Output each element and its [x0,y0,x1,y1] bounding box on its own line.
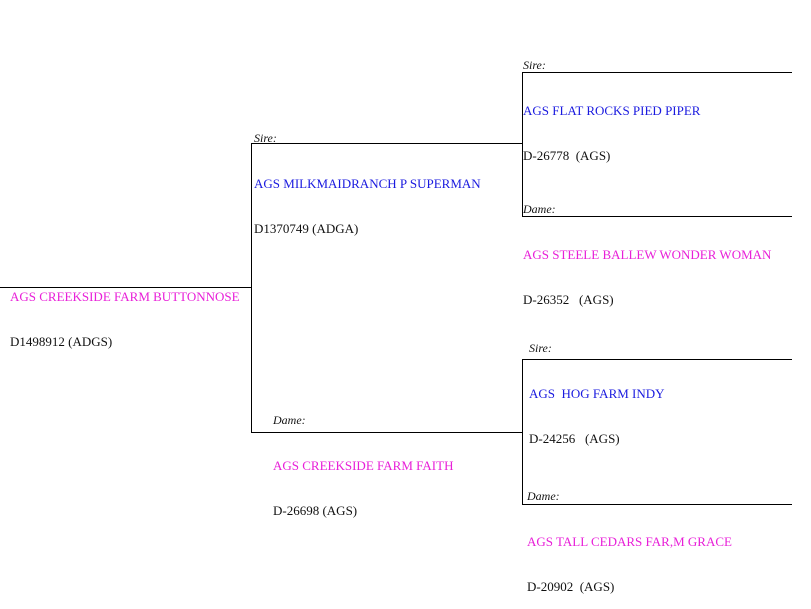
maternal-grandsire-name: AGS HOG FARM INDY [529,386,665,401]
dam-name: AGS CREEKSIDE FARM FAITH [273,458,454,473]
paternal-granddam-registration: D-26352 (AGS) [523,292,614,307]
maternal-granddam-role-label: Dame: [527,489,560,503]
subject-entry: AGS CREEKSIDE FARM BUTTONNOSE D1498912 (… [10,259,240,364]
paternal-grandsire-underline [522,72,792,73]
paternal-grandsire-role-label: Sire: [523,58,546,72]
dam-entry: Dame: AGS CREEKSIDE FARM FAITH D-26698 (… [273,383,453,533]
sire-registration: D1370749 (ADGA) [254,221,359,236]
dam-role-label: Dame: [273,413,306,427]
paternal-grandparents-connector [522,72,523,216]
dam-registration: D-26698 (AGS) [273,503,358,518]
maternal-granddam-registration: D-20902 (AGS) [527,579,615,594]
sire-name: AGS MILKMAIDRANCH P SUPERMAN [254,176,481,191]
maternal-grandsire-role-label: Sire: [529,341,552,355]
maternal-granddam-entry: Dame: AGS TALL CEDARS FAR,M GRACE D-2090… [527,459,732,609]
paternal-granddam-underline [522,216,792,217]
maternal-grandsire-entry: Sire: AGS HOG FARM INDY D-24256 (AGS) [529,311,665,461]
paternal-grandsire-entry: Sire: AGS FLAT ROCKS PIED PIPER D-26778 … [523,28,700,178]
maternal-granddam-underline [522,504,792,505]
sire-underline [251,143,523,144]
sire-entry: Sire: AGS MILKMAIDRANCH P SUPERMAN D1370… [254,101,481,251]
paternal-grandsire-name: AGS FLAT ROCKS PIED PIPER [523,103,701,118]
maternal-granddam-name: AGS TALL CEDARS FAR,M GRACE [527,534,732,549]
maternal-grandsire-underline [522,359,792,360]
dam-underline [251,432,523,433]
maternal-grandparents-connector [522,359,523,504]
paternal-granddam-entry: Dame: AGS STEELE BALLEW WONDER WOMAN D-2… [523,172,771,322]
subject-underline [0,287,251,288]
paternal-grandsire-registration: D-26778 (AGS) [523,148,611,163]
paternal-granddam-name: AGS STEELE BALLEW WONDER WOMAN [523,247,772,262]
paternal-granddam-role-label: Dame: [523,202,556,216]
maternal-grandsire-registration: D-24256 (AGS) [529,431,620,446]
subject-name: AGS CREEKSIDE FARM BUTTONNOSE [10,289,240,304]
subject-registration: D1498912 (ADGS) [10,334,113,349]
sire-role-label: Sire: [254,131,277,145]
parents-connector [251,143,252,432]
